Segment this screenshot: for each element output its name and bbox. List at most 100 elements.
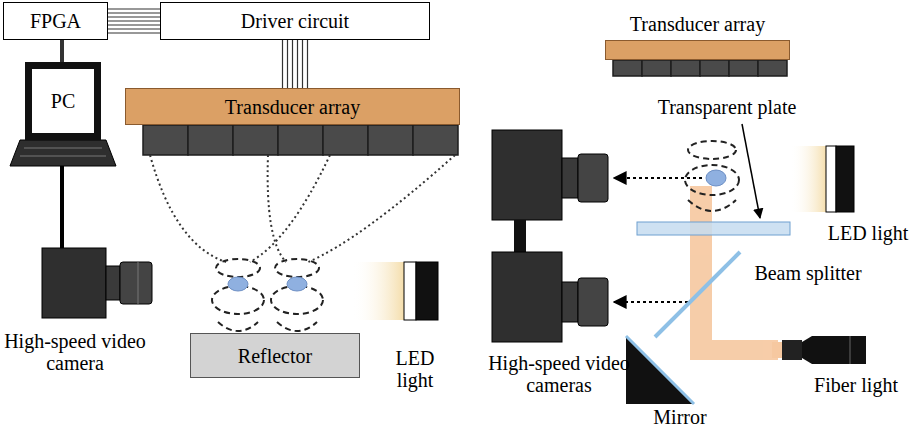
light-label: Fiber light: [796, 374, 916, 396]
acoustic-beam: [150, 155, 455, 262]
reflector-plate: Reflector: [190, 333, 360, 378]
mirror-symbol: [626, 336, 694, 404]
splitter-label: Beam splitter: [738, 262, 878, 284]
camera-symbol: [562, 158, 578, 198]
camera-symbol: [562, 282, 578, 322]
camera-cable: [60, 166, 64, 248]
led-light: [826, 146, 836, 212]
camera-symbol: [492, 130, 608, 342]
transducer-elements: [188, 125, 233, 155]
levitated-particle: [287, 277, 307, 291]
node-label: FPGA: [30, 10, 81, 32]
transducer-array: Transducer array: [125, 88, 460, 125]
fiber-light: [772, 342, 782, 358]
pressure-node: [218, 322, 258, 331]
acoustic-beam: [308, 155, 455, 262]
camera-symbol: [138, 262, 139, 304]
pressure-node: [688, 141, 736, 159]
light-label: LED light: [384, 347, 446, 391]
fiber-light: [850, 336, 851, 364]
node-label: Reflector: [238, 345, 312, 367]
pc-screen: PC: [25, 62, 101, 140]
levitated-particle: [228, 277, 248, 291]
mirror-symbol: [626, 336, 694, 404]
observation-ray: [614, 301, 688, 303]
transducer-elements: [143, 125, 188, 155]
observation-ray: [614, 178, 702, 302]
transducer-elements: [143, 125, 458, 155]
pressure-node: [277, 322, 317, 331]
transparent-plate: [637, 222, 790, 235]
led-light: [790, 146, 854, 212]
light-beam: [690, 186, 712, 360]
led-light: [790, 146, 828, 212]
camera-symbol: [120, 262, 152, 304]
transducer-elements: [413, 125, 458, 155]
camera-cable: [62, 166, 63, 248]
cable: [60, 40, 64, 62]
node-label: Transducer array: [630, 13, 765, 35]
pressure-node: [212, 259, 323, 331]
acoustic-beam: [250, 155, 330, 262]
camera-label: High-speed video camera: [0, 330, 150, 374]
led-light: [352, 262, 406, 320]
transducer-elements: [758, 60, 787, 76]
camera-symbol: [42, 248, 152, 318]
led-light: [404, 262, 416, 320]
node-label: Transducer array: [225, 96, 360, 118]
levitated-particle: [228, 277, 307, 291]
signal-bus: [108, 9, 160, 33]
fiber-light: [782, 340, 802, 360]
camera-symbol: [514, 220, 526, 252]
camera-symbol: [492, 130, 562, 220]
driver-circuit-box: Driver circuit: [160, 2, 430, 40]
transducer-elements: [278, 125, 323, 155]
transducer-elements: [613, 60, 787, 76]
mirror-label: Mirror: [640, 406, 720, 428]
led-light: [416, 262, 438, 320]
pressure-node: [275, 259, 319, 277]
laptop-base: [20, 156, 106, 157]
transducer-array: Transducer array: [605, 40, 790, 60]
transducer-elements: [323, 125, 368, 155]
node-label: PC: [51, 90, 75, 112]
pressure-node: [685, 141, 739, 211]
laptop-base: [10, 140, 116, 166]
camera-label: High-speed video cameras: [484, 352, 634, 396]
fiber-light: [772, 336, 866, 364]
observation-ray: [614, 177, 702, 179]
light-beam: [690, 340, 778, 360]
camera-symbol: [492, 252, 562, 342]
camera-symbol: [42, 248, 106, 318]
acoustic-beam: [150, 155, 226, 262]
pressure-node: [685, 165, 739, 195]
camera-symbol: [106, 266, 120, 300]
transducer-elements: [700, 60, 729, 76]
pressure-node: [216, 259, 260, 277]
fpga-box: FPGA: [3, 2, 108, 40]
camera-symbol: [578, 154, 608, 202]
levitated-particle: [706, 170, 726, 186]
mirror-symbol: [626, 336, 694, 404]
plate-label: Transparent plate: [652, 96, 802, 118]
levitated-particle: [706, 170, 726, 186]
led-light: [836, 146, 854, 212]
light-label: LED light: [818, 222, 918, 244]
led-light: [352, 262, 438, 320]
transducer-elements: [613, 60, 642, 76]
beam-splitter: [655, 252, 740, 337]
node-label: Driver circuit: [241, 10, 349, 32]
transducer-elements: [729, 60, 758, 76]
signal-bus: [283, 40, 308, 88]
transducer-elements: [671, 60, 700, 76]
transducer-elements: [642, 60, 671, 76]
transducer-elements: [233, 125, 278, 155]
pressure-node: [688, 200, 736, 211]
fiber-light: [802, 336, 866, 364]
transducer-elements: [368, 125, 413, 155]
laptop-base: [10, 140, 116, 166]
laptop-base: [24, 148, 102, 149]
